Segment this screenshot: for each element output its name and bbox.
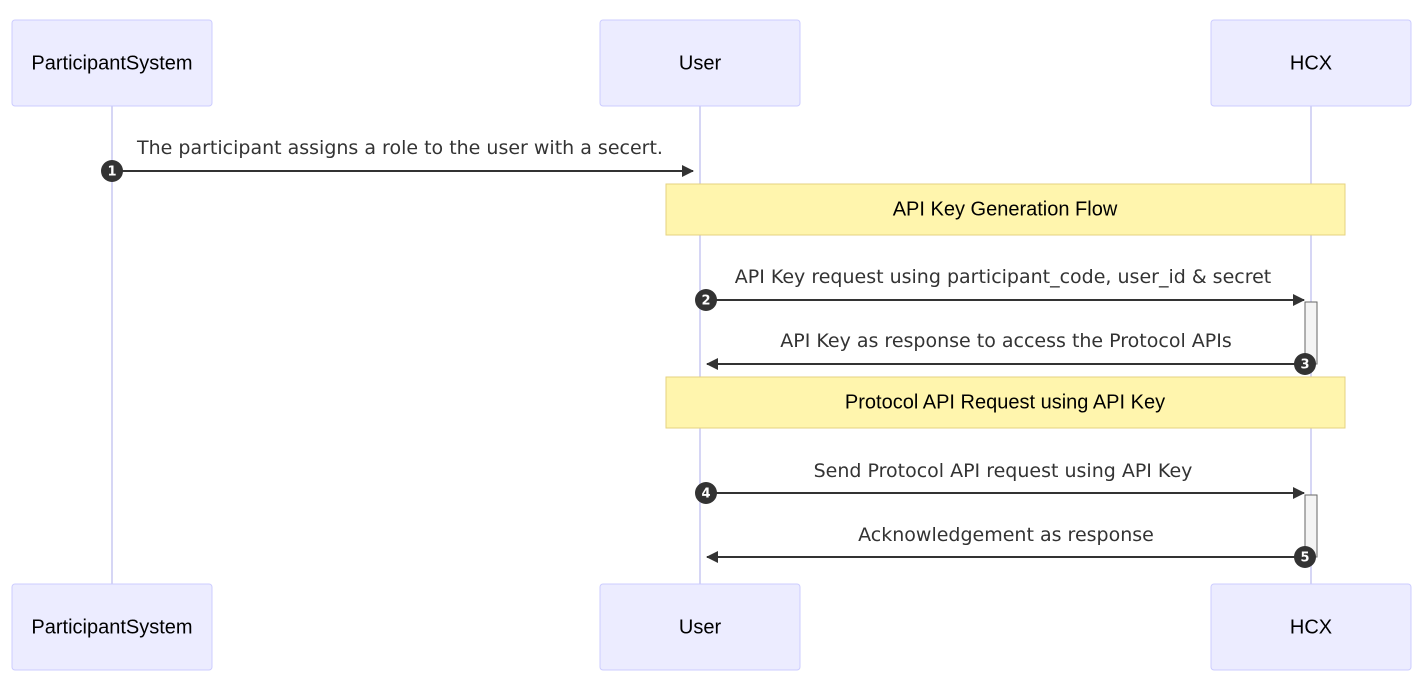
actor-label: User (679, 52, 722, 74)
sequence-number-badge: 5 (1294, 546, 1316, 568)
sequence-number: 1 (107, 165, 116, 180)
sequence-number-badge: 2 (695, 289, 717, 311)
actor-label: HCX (1290, 52, 1332, 74)
sequence-number: 4 (701, 487, 710, 502)
note-protocol-api-request: Protocol API Request using API Key (665, 376, 1346, 429)
sequence-number: 3 (1300, 358, 1309, 373)
actor-bottom-hcx: HCX (1210, 583, 1412, 671)
actor-bottom-user: User (599, 583, 801, 671)
sequence-number-badge: 1 (101, 160, 123, 182)
note-api-key-generation-flow: API Key Generation Flow (665, 183, 1346, 236)
message-label: Acknowledgement as response (858, 524, 1154, 546)
actor-top-user: User (599, 19, 801, 107)
actor-label: HCX (1290, 616, 1332, 638)
sequence-number-badge: 3 (1294, 353, 1316, 375)
actor-top-hcx: HCX (1210, 19, 1412, 107)
sequence-number: 5 (1300, 551, 1309, 566)
message-label: API Key as response to access the Protoc… (780, 330, 1231, 352)
note-label: API Key Generation Flow (893, 198, 1118, 220)
actor-label: ParticipantSystem (31, 616, 192, 638)
message-label: The participant assigns a role to the us… (136, 137, 663, 159)
sequence-number: 2 (701, 294, 710, 309)
actor-bottom-participant-system: ParticipantSystem (11, 583, 213, 671)
actor-top-participant-system: ParticipantSystem (11, 19, 213, 107)
sequence-number-badge: 4 (695, 482, 717, 504)
actor-label: User (679, 616, 722, 638)
note-label: Protocol API Request using API Key (845, 391, 1165, 413)
actor-label: ParticipantSystem (31, 52, 192, 74)
message-label: API Key request using participant_code, … (735, 266, 1272, 288)
message-label: Send Protocol API request using API Key (814, 460, 1193, 482)
